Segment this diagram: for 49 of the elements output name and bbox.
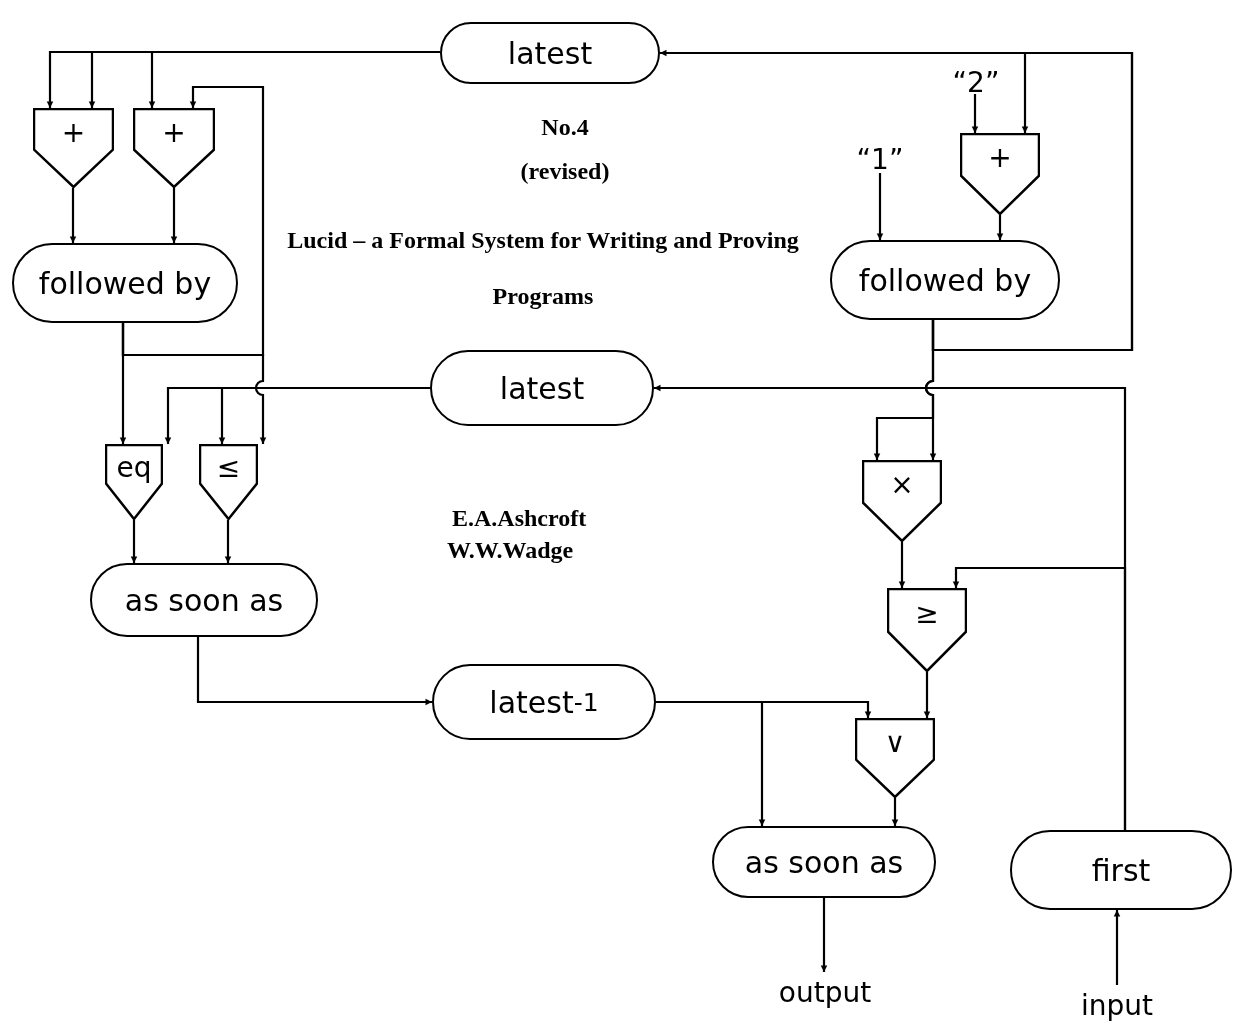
- operator-pill: first: [1010, 830, 1232, 910]
- arrow: [218, 386, 430, 444]
- author-name: E.A.Ashcroft: [452, 505, 587, 532]
- arrow: [170, 188, 178, 243]
- operator-pill: latest: [440, 22, 660, 84]
- arrow: [876, 173, 884, 240]
- operator-pentagon: [199, 444, 258, 520]
- operator-pentagon: [105, 444, 163, 520]
- figure-note: No.4: [540, 114, 590, 141]
- arrow: [130, 520, 138, 563]
- arrow: [1113, 910, 1121, 985]
- operator-pentagon: [960, 133, 1040, 215]
- arrow: [891, 798, 899, 826]
- operator-symbol: ≥: [914, 597, 940, 630]
- diagram-title: Lucid – a Formal System for Writing and Proving Programs: [286, 226, 800, 311]
- arrow: [69, 188, 77, 243]
- arrow: [820, 898, 828, 972]
- operator-pill: followed by: [830, 240, 1060, 320]
- operator-symbol: +: [60, 116, 87, 149]
- operator-symbol: ×: [889, 469, 915, 502]
- arrow: [148, 50, 440, 108]
- arrow: [996, 215, 1004, 240]
- operator-symbol: ≤: [215, 451, 242, 484]
- operator-symbol: +: [987, 142, 1013, 175]
- arrow: [923, 672, 931, 718]
- operator-pentagon: [862, 460, 942, 542]
- operator-pill: followed by: [12, 243, 238, 323]
- arrow: [196, 637, 432, 706]
- operator-pentagon: [33, 108, 114, 188]
- arrow: [925, 320, 937, 460]
- operator-pill: latest: [430, 350, 654, 426]
- arrow: [224, 520, 232, 563]
- operator-pentagon: [133, 108, 215, 188]
- operator-pentagon: [855, 718, 935, 798]
- operator-symbol: +: [161, 116, 187, 149]
- arrow: [971, 94, 979, 133]
- operator-pentagon: [887, 588, 967, 672]
- arrow: [121, 323, 267, 444]
- arrow: [931, 51, 1134, 352]
- operator-pill: as soon as: [712, 826, 936, 898]
- arrow: [952, 566, 1127, 830]
- operator-symbol: ∨: [883, 726, 907, 759]
- author-name: W.W.Wadge: [447, 537, 574, 564]
- arrow: [898, 542, 906, 588]
- constant-label: “2”: [956, 70, 996, 94]
- operator-pill: as soon as: [90, 563, 318, 637]
- operator-symbol: eq: [115, 451, 153, 484]
- arrow: [656, 700, 872, 718]
- figure-note: (revised): [519, 158, 611, 185]
